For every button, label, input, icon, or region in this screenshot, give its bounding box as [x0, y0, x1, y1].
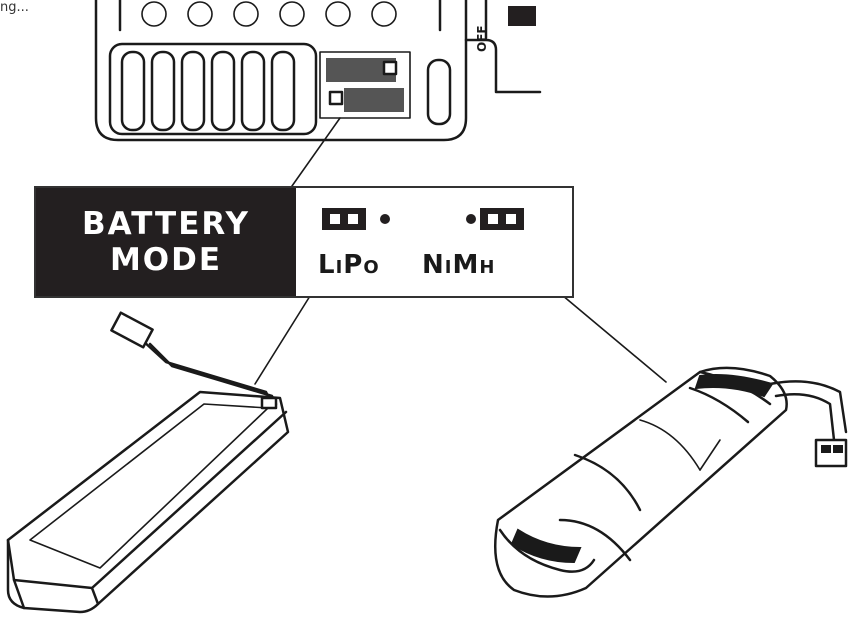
battery-mode-title-line1: BATTERY: [81, 206, 251, 242]
leader-line-header: [291, 117, 341, 187]
header-text-fragment: ng...: [0, 0, 29, 15]
leader-line-lipo: [254, 295, 311, 385]
nimh-battery: [494, 366, 848, 598]
nimh-label: NiMh: [422, 250, 496, 280]
battery-mode-title-line2: MODE: [109, 242, 223, 278]
battery-mode-title-panel: BATTERY MODE: [36, 188, 296, 296]
lipo-battery: [6, 311, 290, 614]
esc-vent-slots: [120, 50, 296, 132]
esc-jumper-header: [319, 51, 411, 119]
battery-mode-label-box: BATTERY MODE LiPo NiMh: [34, 186, 574, 298]
switch-off-label: OFF: [475, 25, 489, 52]
esc-unit: [94, 0, 542, 142]
esc-top-ports: [141, 1, 397, 27]
lipo-label: LiPo: [318, 250, 380, 280]
leader-line-nimh: [555, 289, 667, 383]
